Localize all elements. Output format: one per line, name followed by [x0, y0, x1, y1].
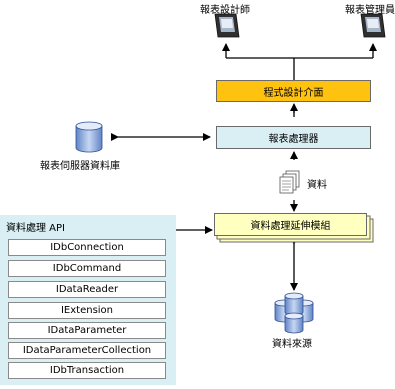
data-sources-icon — [274, 292, 314, 334]
api-item: IDbConnection — [8, 239, 166, 256]
data-label: 資料 — [307, 180, 327, 191]
api-item: IDbTransaction — [8, 362, 166, 379]
manager-label: 報表管理員 — [345, 5, 395, 16]
server-db-label: 報表伺服器資料庫 — [40, 161, 120, 172]
api-panel: 資料處理 API IDbConnection IDbCommand IDataR… — [0, 215, 176, 385]
api-item: IExtension — [8, 302, 166, 319]
database-icon — [75, 121, 103, 153]
tablet-icon — [214, 13, 240, 38]
programming-interface-box: 程式設計介面 — [216, 80, 371, 102]
designer-label: 報表設計師 — [200, 5, 250, 16]
data-sources-label: 資料來源 — [272, 339, 312, 350]
report-processor-box: 報表處理器 — [216, 126, 371, 149]
api-item: IDbCommand — [8, 260, 166, 277]
tablet-icon — [360, 13, 386, 38]
api-item: IDataParameterCollection — [8, 342, 166, 359]
documents-icon — [279, 170, 300, 194]
data-processing-extension-box: 資料處理延伸模組 — [214, 213, 367, 236]
api-title: 資料處理 API — [6, 223, 65, 234]
api-item: IDataReader — [8, 281, 166, 298]
api-item: IDataParameter — [8, 322, 166, 339]
